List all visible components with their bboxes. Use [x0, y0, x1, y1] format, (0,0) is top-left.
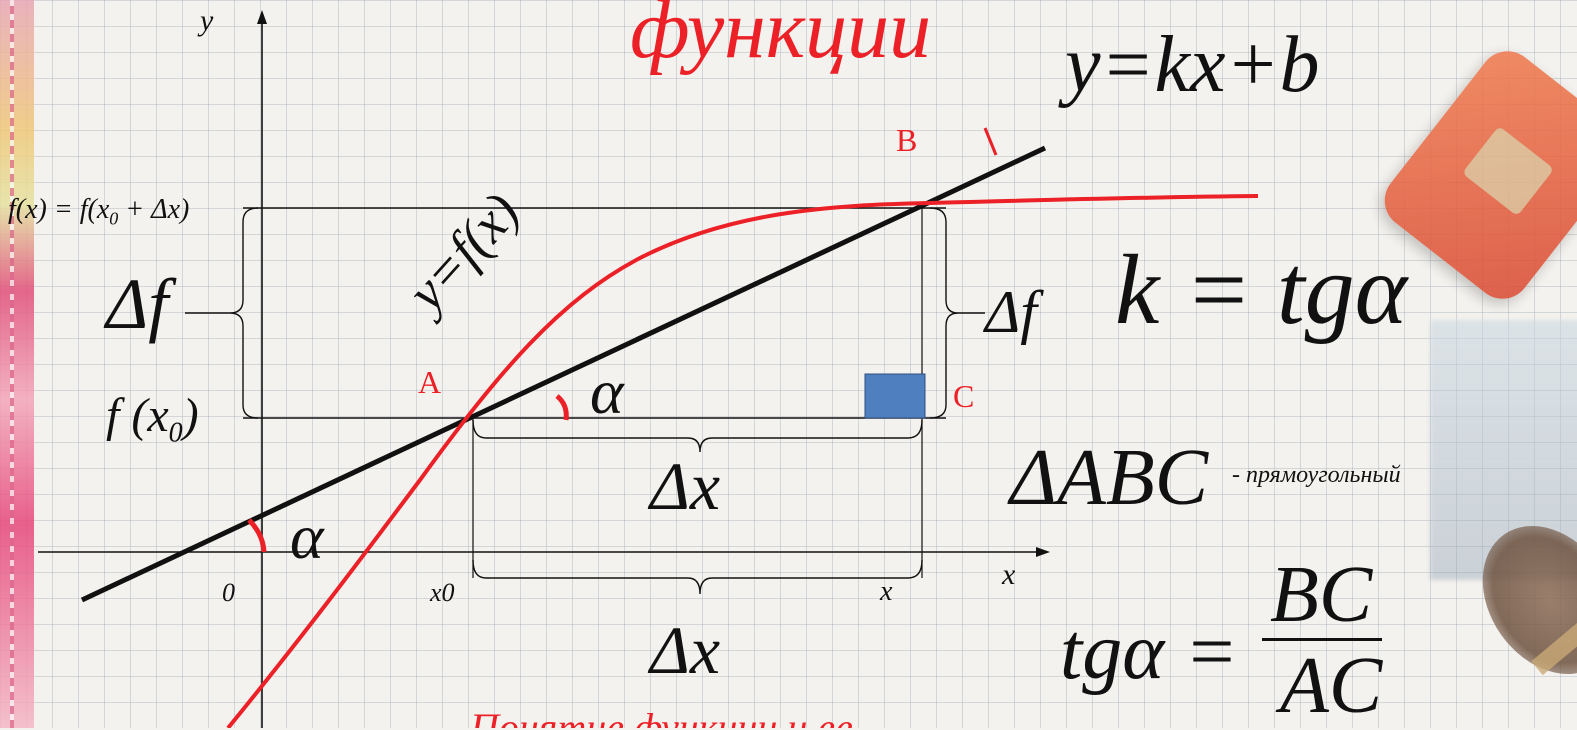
delta-x-lower-label: Δx [650, 612, 721, 688]
alpha-bottom-label: α [290, 501, 324, 572]
angle-arc-top [555, 394, 569, 421]
fx0-text: f (x [106, 389, 169, 442]
right-angle-marker [864, 373, 926, 419]
x0-tick-label: x0 [430, 578, 455, 607]
bottom-cut-text: Понятие функции и ее [470, 705, 853, 729]
delta-x-upper-label: Δx [650, 448, 721, 524]
decorative-ribbon [0, 0, 34, 728]
tg-numerator: BC [1270, 551, 1373, 639]
y-axis-label: y [200, 4, 214, 37]
origin-label: 0 [222, 578, 235, 607]
fx-full-tail: + Δx) [118, 194, 190, 225]
fx0-subscript: 0 [168, 417, 183, 449]
point-c-label: C [953, 378, 975, 414]
secant-line [80, 145, 1047, 603]
x-axis-arrow [1036, 547, 1050, 557]
point-b-label: B [896, 122, 918, 158]
fx-full-text: f(x) = f(x [8, 194, 110, 225]
upper-dx-brace [472, 419, 923, 453]
point-a-label: A [418, 364, 442, 400]
tg-formula-left: tgα = [1060, 608, 1239, 696]
tg-denominator: AC [1280, 642, 1383, 730]
fx0-tail: ) [182, 389, 199, 442]
fx0-label: f (x0) [106, 392, 199, 448]
function-curve [226, 194, 1259, 728]
fx-full-label: f(x) = f(x0 + Δx) [8, 196, 189, 228]
alpha-top-label: α [590, 356, 624, 427]
fx-full-subscript: 0 [109, 208, 119, 229]
x-tick-label: x [880, 576, 893, 607]
tg-fraction-bar [1262, 638, 1382, 641]
triangle-note: - прямоугольный [1232, 462, 1401, 488]
delta-f-left-label: Δf [106, 264, 169, 344]
line-label-mark [983, 127, 998, 156]
y-axis-arrow [257, 10, 267, 24]
left-brace [229, 207, 259, 419]
angle-arc-bottom [247, 518, 267, 553]
slide-title: функции [630, 0, 932, 76]
bottom-cut-text-clip: Понятие функции и ее [470, 700, 1070, 729]
delta-f-right-label: Δf [985, 279, 1037, 345]
lower-dx-brace [472, 559, 923, 595]
line-equation: y=kx+b [1065, 21, 1320, 109]
k-equation: k = tgα [1115, 234, 1408, 345]
triangle-name: ΔABC [1010, 434, 1209, 522]
x-axis-label: x [1002, 558, 1016, 591]
